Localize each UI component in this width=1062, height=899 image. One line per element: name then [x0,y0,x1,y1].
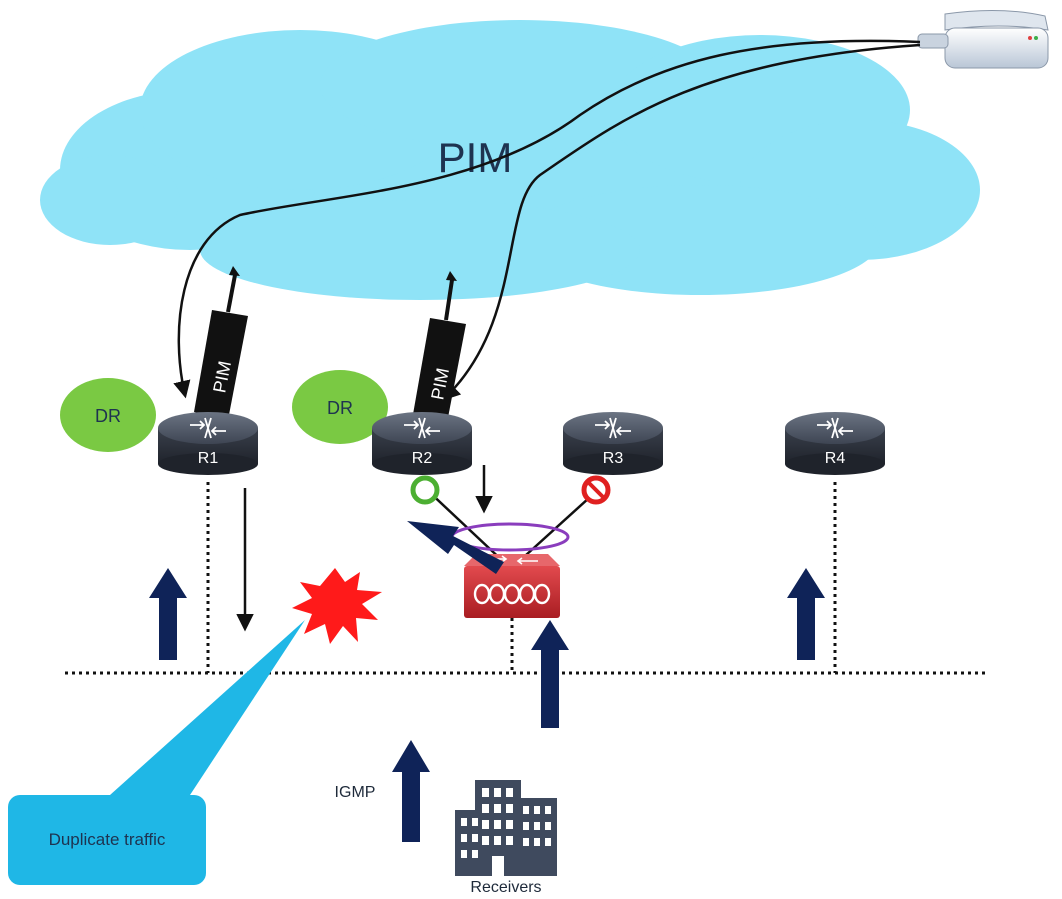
router-r2: R2 [372,412,472,475]
multicast-paths [173,39,921,401]
pim-tunnel-r2: PIM [412,271,466,428]
dr-badge-r2: DR [292,370,388,444]
blocked-status-icon [581,475,611,505]
lan-segment [65,482,985,675]
multilayer-switch-icon [464,554,560,618]
callout-text: Duplicate traffic [49,830,166,849]
router-label: R4 [825,450,846,467]
router-label: R3 [603,450,624,467]
pim-cloud: PIM [40,20,980,300]
dr-badge-label: DR [327,398,353,418]
igmp-label: IGMP [335,784,376,801]
building-icon [455,780,557,876]
dr-badge-label: DR [95,406,121,426]
router-label: R2 [412,450,433,467]
duplicate-traffic-callout: Duplicate traffic [8,620,305,885]
receivers-label: Receivers [470,879,541,896]
dr-badge-r1: DR [60,378,156,452]
traffic-arrows [236,465,493,632]
router-r1: R1 [158,412,258,475]
router-r4: R4 [785,412,885,475]
join-arrows [149,521,825,842]
router-label: R1 [198,450,219,467]
switch-uplinks [424,487,601,566]
server-icon [917,9,1049,69]
pim-tunnel-r1: PIM [194,266,248,420]
router-r3: R3 [563,412,663,475]
forwarding-status-icon [410,475,440,505]
starburst-icon [292,568,382,644]
